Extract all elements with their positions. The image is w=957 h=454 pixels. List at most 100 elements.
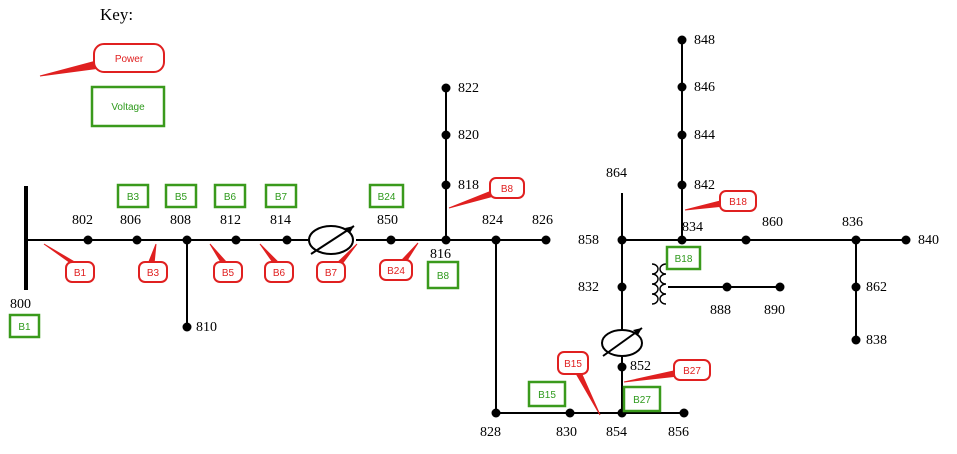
key-title: Key: — [100, 5, 133, 24]
nodes — [83, 35, 911, 418]
power-meter-b27: B27 — [623, 359, 711, 383]
node-830 — [565, 408, 575, 418]
label-844: 844 — [694, 128, 715, 143]
label-812: 812 — [220, 213, 241, 228]
label-818: 818 — [458, 178, 479, 193]
node-810 — [182, 322, 192, 332]
voltage-meters: B1 B3 B5 B6 B7 B24 B8 B18 — [8, 183, 702, 413]
voltage-meter-b24: B24 — [368, 183, 405, 209]
node-832 — [617, 282, 627, 292]
key-power-callout: Power — [39, 43, 165, 77]
node-842 — [677, 180, 687, 190]
svg-text:B5: B5 — [222, 268, 235, 279]
voltage-meter-b15: B15 — [527, 380, 567, 408]
svg-text:B1: B1 — [74, 268, 87, 279]
voltage-meter-b27: B27 — [622, 385, 662, 413]
label-836: 836 — [842, 215, 863, 230]
node-838 — [851, 335, 861, 345]
label-822: 822 — [458, 81, 479, 96]
label-852: 852 — [630, 359, 651, 374]
label-862: 862 — [866, 280, 887, 295]
svg-text:B15: B15 — [564, 359, 582, 370]
svg-text:B6: B6 — [224, 192, 237, 203]
label-856: 856 — [668, 425, 689, 440]
node-826 — [541, 235, 551, 245]
svg-text:B5: B5 — [175, 192, 188, 203]
node-858 — [617, 235, 627, 245]
feeder-lines — [24, 40, 906, 414]
regulator-icon — [308, 225, 355, 255]
label-832: 832 — [578, 280, 599, 295]
node-856 — [679, 408, 689, 418]
key-voltage-label: Voltage — [111, 102, 145, 113]
label-830: 830 — [556, 425, 577, 440]
node-840 — [901, 235, 911, 245]
svg-text:B8: B8 — [501, 184, 514, 195]
label-860: 860 — [762, 215, 783, 230]
label-828: 828 — [480, 425, 501, 440]
voltage-meter-b3: B3 — [116, 183, 150, 209]
node-812 — [231, 235, 241, 245]
node-862 — [851, 282, 861, 292]
key-voltage-box: Voltage — [90, 85, 166, 128]
power-meter-b7: B7 — [316, 243, 358, 283]
node-860 — [741, 235, 751, 245]
svg-text:B7: B7 — [325, 268, 338, 279]
node-808 — [182, 235, 192, 245]
svg-text:B3: B3 — [147, 268, 160, 279]
label-808: 808 — [170, 213, 191, 228]
node-820 — [441, 130, 451, 140]
svg-text:B18: B18 — [729, 197, 747, 208]
label-888: 888 — [710, 303, 731, 318]
label-850: 850 — [377, 213, 398, 228]
power-meter-b3: B3 — [138, 243, 168, 283]
svg-text:B7: B7 — [275, 192, 288, 203]
label-834: 834 — [682, 220, 703, 235]
power-meter-b15: B15 — [557, 351, 601, 416]
label-838: 838 — [866, 333, 887, 348]
power-meters: B1 B3 B5 B6 B7 B24 B — [43, 177, 757, 416]
power-meter-b6: B6 — [259, 243, 294, 283]
transformer-icon — [651, 263, 667, 305]
svg-text:B15: B15 — [538, 390, 556, 401]
svg-text:B24: B24 — [387, 266, 405, 277]
label-806: 806 — [120, 213, 141, 228]
label-814: 814 — [270, 213, 291, 228]
svg-text:B3: B3 — [127, 192, 140, 203]
svg-text:B18: B18 — [675, 254, 693, 265]
voltage-meter-b7: B7 — [264, 183, 298, 209]
regulator-icon — [601, 327, 643, 357]
label-826: 826 — [532, 213, 553, 228]
svg-text:B8: B8 — [437, 271, 450, 282]
power-meter-b24: B24 — [379, 242, 419, 281]
node-848 — [677, 35, 687, 45]
label-842: 842 — [694, 178, 715, 193]
svg-text:B1: B1 — [18, 322, 31, 333]
node-850 — [386, 235, 396, 245]
label-846: 846 — [694, 80, 715, 95]
label-824: 824 — [482, 213, 503, 228]
node-816 — [441, 235, 451, 245]
svg-text:B27: B27 — [633, 395, 651, 406]
node-852 — [617, 362, 627, 372]
voltage-meter-b5: B5 — [164, 183, 198, 209]
label-854: 854 — [606, 425, 627, 440]
node-888 — [722, 282, 732, 292]
node-806 — [132, 235, 142, 245]
label-802: 802 — [72, 213, 93, 228]
power-meter-b5: B5 — [209, 243, 243, 283]
label-848: 848 — [694, 33, 715, 48]
node-802 — [83, 235, 93, 245]
node-846 — [677, 82, 687, 92]
voltage-meter-b6: B6 — [213, 183, 247, 209]
label-864: 864 — [606, 166, 627, 181]
voltage-meter-b1: B1 — [8, 313, 41, 339]
voltage-meter-b8: B8 — [426, 260, 460, 290]
node-836 — [851, 235, 861, 245]
voltage-meter-b18: B18 — [665, 245, 702, 271]
node-834 — [677, 235, 687, 245]
label-820: 820 — [458, 128, 479, 143]
power-meter-b1: B1 — [43, 243, 95, 283]
node-824 — [491, 235, 501, 245]
